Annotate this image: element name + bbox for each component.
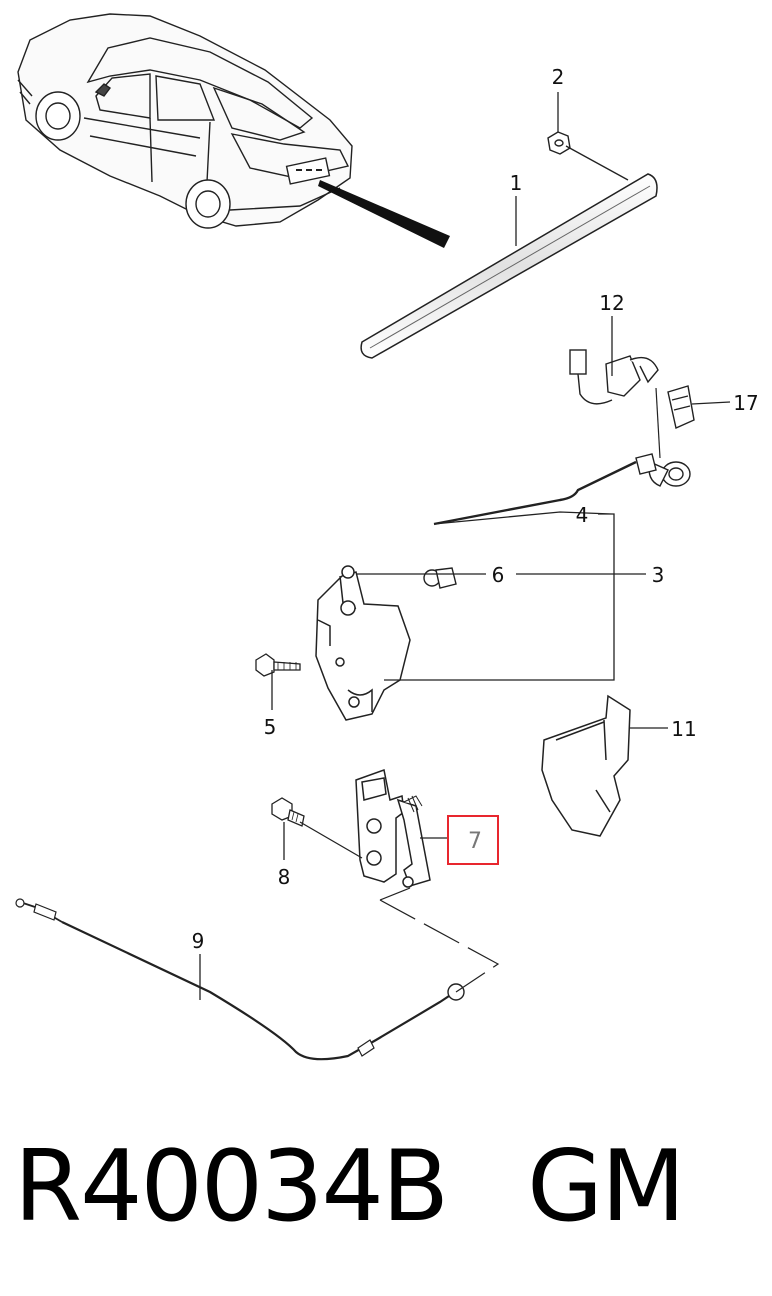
highlighted-callout[interactable]: 7 [447, 815, 499, 865]
leader-lines [199, 92, 731, 1000]
callout-6: 6 [492, 563, 505, 587]
callout-8: 8 [278, 865, 291, 889]
trunk-latch [315, 565, 411, 721]
callout-1: 1 [510, 171, 523, 195]
nut [547, 131, 571, 155]
trunk-switch [569, 349, 659, 405]
brand-name: GM [527, 1130, 685, 1244]
highlight-box [447, 815, 499, 865]
trunk-latch-exploded-diagram: 2 1 12 17 4 6 3 5 11 8 9 7 [15, 13, 759, 1061]
actuator-rod [433, 460, 637, 526]
cable-connection-line [379, 887, 500, 993]
clip [667, 385, 695, 429]
bolt-8 [271, 797, 305, 827]
latch-clip [423, 567, 457, 589]
car-illustration [17, 13, 353, 229]
release-cable [15, 898, 465, 1061]
callout-11: 11 [671, 717, 696, 741]
callout-7: 7 [468, 829, 482, 854]
latch-cover [541, 694, 631, 837]
latch-lock-assembly [355, 769, 431, 888]
callout-4: 4 [576, 503, 589, 527]
rod-grommet [635, 453, 691, 487]
part-number-footer: R40034B GM [14, 1132, 754, 1242]
callout-3: 3 [652, 563, 665, 587]
car-pointer-wedge [318, 180, 450, 248]
callout-17: 17 [733, 391, 758, 415]
callout-12: 12 [599, 291, 624, 315]
callout-5: 5 [264, 715, 277, 739]
trunk-moulding [360, 173, 658, 359]
part-number: R40034B [14, 1130, 449, 1244]
callout-9: 9 [192, 929, 205, 953]
bolt-5 [255, 653, 301, 677]
callout-2: 2 [552, 65, 565, 89]
